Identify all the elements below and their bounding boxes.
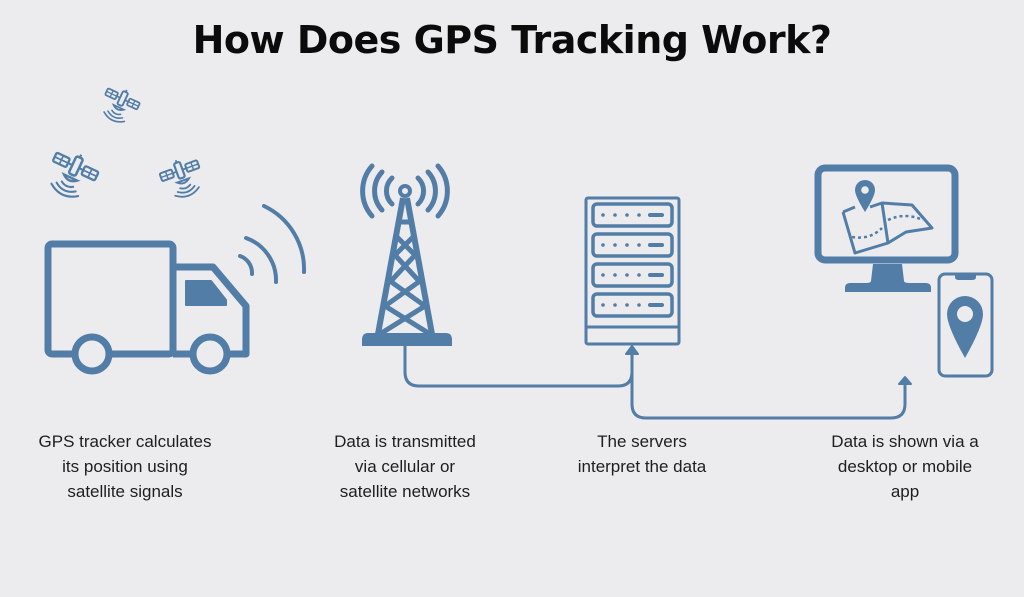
satellite-icon	[156, 152, 209, 204]
desktop-monitor-icon	[814, 164, 959, 292]
mobile-phone-icon	[937, 272, 994, 378]
location-pin-icon	[947, 296, 983, 358]
signal-waves-icon	[238, 204, 307, 284]
caption-line: interpret the data	[577, 457, 707, 476]
caption-line: Data is transmitted	[334, 432, 476, 451]
flow-arrows	[403, 346, 907, 420]
server-rack-icon	[584, 196, 681, 346]
page-title: How Does GPS Tracking Work?	[192, 18, 832, 62]
caption-line: its position using	[62, 457, 188, 476]
caption-line: The servers	[597, 432, 687, 451]
caption-line: Data is shown via a	[831, 432, 979, 451]
caption-line: satellite signals	[67, 482, 183, 501]
satellite-icon	[40, 143, 104, 206]
step-1-caption: GPS tracker calculates its position usin…	[15, 429, 235, 504]
caption-line: desktop or mobile	[837, 457, 973, 476]
step-2-caption: Data is transmitted via cellular or sate…	[295, 429, 515, 504]
caption-line: app	[890, 482, 920, 501]
arrow-head-icon	[625, 345, 639, 355]
truck-icon	[44, 240, 250, 375]
satellite-icon	[95, 81, 144, 129]
caption-line: via cellular or	[354, 457, 456, 476]
cell-tower-icon	[360, 163, 452, 346]
step-3-caption: The servers interpret the data	[532, 429, 752, 479]
step-4-caption: Data is shown via a desktop or mobile ap…	[795, 429, 1015, 504]
arrow-head-icon	[898, 376, 912, 385]
map-pin-icon	[855, 180, 875, 212]
caption-line: GPS tracker calculates	[38, 432, 212, 451]
caption-line: satellite networks	[339, 482, 471, 501]
